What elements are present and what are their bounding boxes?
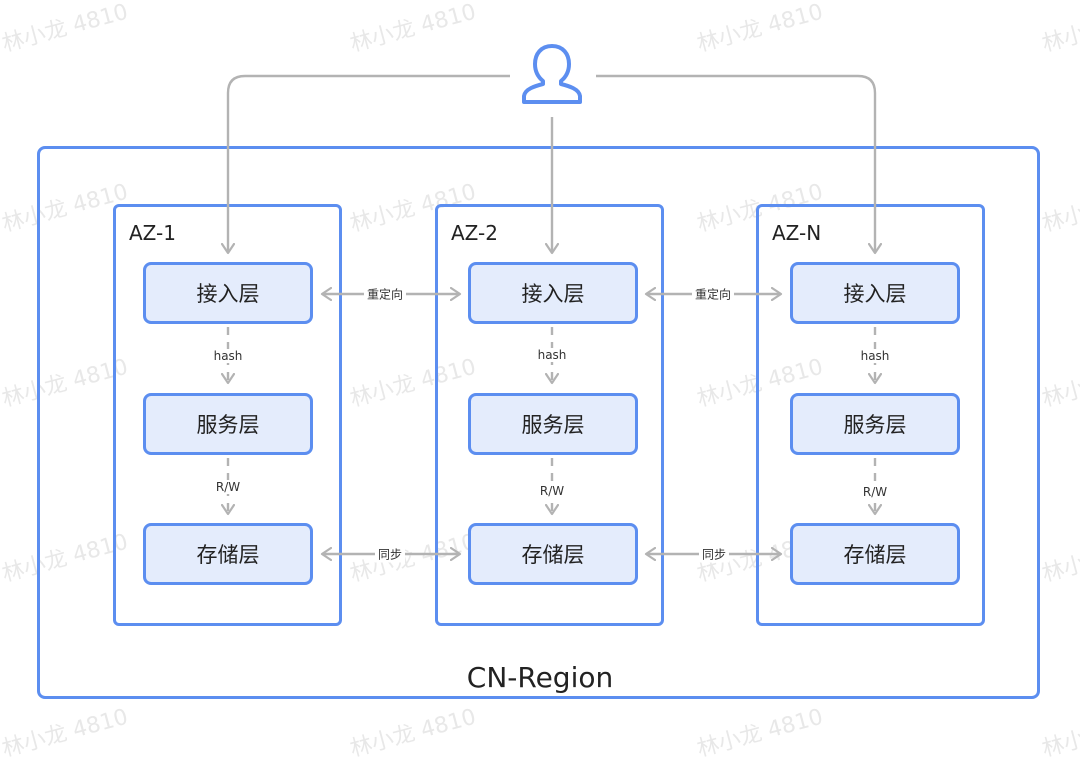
azn-storage-layer: 存储层 [790, 523, 960, 585]
access-redirect-label-1: 重定向 [363, 285, 407, 303]
az-1-label: AZ-1 [129, 221, 176, 245]
az1-rw-label: R/W [212, 480, 244, 494]
access-redirect-label-2: 重定向 [691, 285, 735, 303]
az1-storage-layer: 存储层 [143, 523, 313, 585]
azn-hash-label: hash [857, 349, 893, 363]
user-icon [522, 44, 582, 104]
az-2-box: AZ-2 [435, 204, 664, 626]
az2-hash-label: hash [534, 348, 570, 362]
az1-service-layer: 服务层 [143, 393, 313, 455]
storage-sync-label-2: 同步 [698, 545, 730, 563]
az1-access-layer: 接入层 [143, 262, 313, 324]
az2-storage-layer: 存储层 [468, 523, 638, 585]
azn-service-layer: 服务层 [790, 393, 960, 455]
az2-access-layer: 接入层 [468, 262, 638, 324]
cn-region-box [37, 146, 1040, 699]
azn-rw-label: R/W [859, 485, 891, 499]
region-label: CN-Region [466, 661, 614, 694]
az-n-label: AZ-N [772, 221, 822, 245]
azn-access-layer: 接入层 [790, 262, 960, 324]
user-to-azn-line [596, 74, 875, 253]
user-to-az1-line [228, 74, 510, 253]
az2-rw-label: R/W [536, 484, 568, 498]
connector-lines [0, 74, 1080, 739]
az2-service-layer: 服务层 [468, 393, 638, 455]
az-n-box: AZ-N [756, 204, 985, 626]
storage-sync-label-1: 同步 [374, 545, 406, 563]
az1-hash-label: hash [210, 349, 246, 363]
az-2-label: AZ-2 [451, 221, 498, 245]
